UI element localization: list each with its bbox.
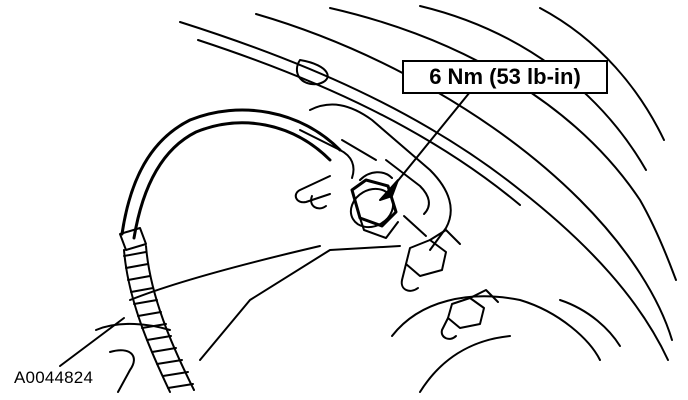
hose-sheath — [123, 245, 195, 393]
mounting-bolt-lower — [440, 289, 499, 340]
callout-leader — [379, 91, 471, 201]
figure-id: A0044824 — [14, 368, 94, 387]
mounting-bolt-upper — [400, 229, 461, 292]
brake-hose — [119, 108, 342, 251]
lower-housing — [95, 245, 401, 393]
figure-id-leader — [59, 317, 125, 367]
torque-callout: 6 Nm (53 lb-in) — [402, 60, 608, 94]
banjo-bolt — [349, 171, 399, 239]
